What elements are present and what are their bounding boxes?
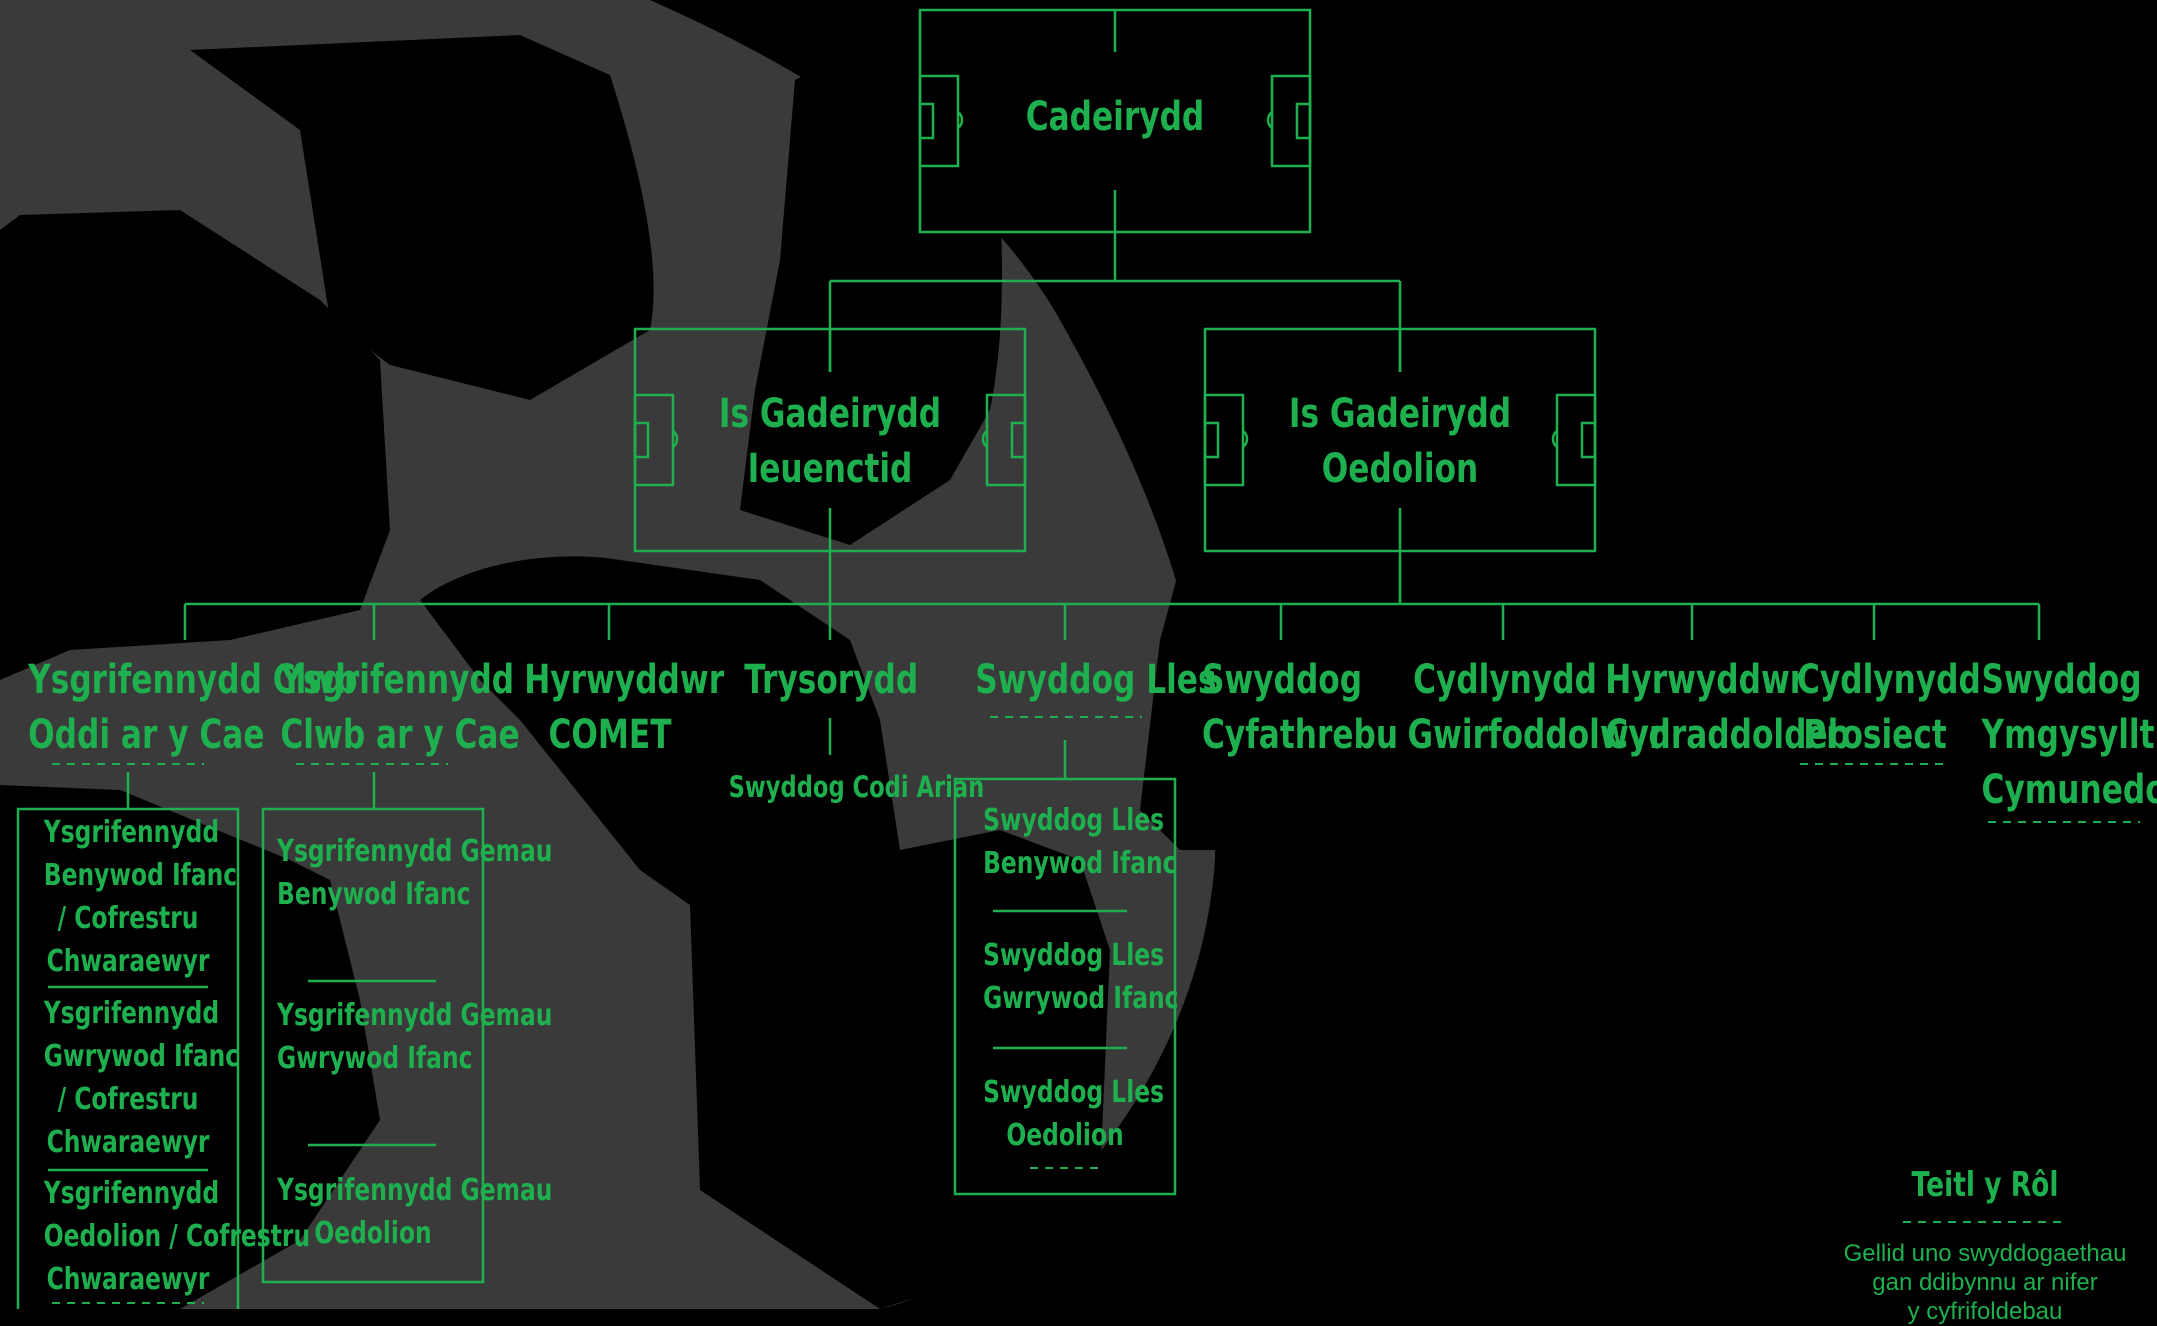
welfare-sub-3: Swyddog Lles Oedolion <box>983 1072 1147 1158</box>
role-label-line: Ymgysylltu <box>1982 708 2135 763</box>
off-field-sub-2: Ysgrifennydd Gwrywod Ifanc / Cofrestru C… <box>44 993 212 1165</box>
sub-role-line: Gwrywod Ifanc <box>44 1036 212 1079</box>
sub-role-line: Benywod Ifanc <box>983 843 1147 886</box>
role-label-line: Oddi ar y Cae <box>28 708 228 763</box>
role-project-coordinator: Cydlynydd Prosiect <box>1797 653 1953 763</box>
role-equality-champion: Hyrwyddwr Cydraddoldeb <box>1605 653 1784 763</box>
sub-role-line: Gwrywod Ifanc <box>983 978 1147 1021</box>
role-label-line: Hyrwyddwr <box>524 653 696 708</box>
legend-note-line: gan ddibynnu ar nifer <box>1835 1269 2135 1298</box>
sub-role-line: Benywod Ifanc <box>44 855 212 898</box>
vice-adult-title: Is Gadeirydd Oedolion <box>1271 387 1528 497</box>
welfare-sub-1: Swyddog Lles Benywod Ifanc <box>983 800 1147 886</box>
role-comet-champion: Hyrwyddwr COMET <box>524 653 696 763</box>
role-label-line: Swyddog <box>1202 653 1358 708</box>
role-club-secretary-on-field: Ysgrifennydd Clwb ar y Cae <box>280 653 467 763</box>
vice-youth-title: Is Gadeirydd Ieuenctid <box>701 387 958 497</box>
sub-role-line: Ysgrifennydd Gemau <box>277 831 469 874</box>
sub-role-line: Ysgrifennydd <box>44 812 212 855</box>
role-label-line: Ysgrifennydd <box>280 653 467 708</box>
role-label-line: Swyddog Lles <box>975 653 1154 708</box>
legend-note: Gellid uno swyddogaethau gan ddibynnu ar… <box>1835 1240 2135 1326</box>
vice-youth-line2: Ieuenctid <box>701 442 958 497</box>
role-label-line: Cydlynydd <box>1408 653 1603 708</box>
vice-adult-line2: Oedolion <box>1271 442 1528 497</box>
sub-role-line: Swyddog Lles <box>983 935 1147 978</box>
role-treasurer: Trysorydd <box>744 653 916 708</box>
legend-note-line: Gellid uno swyddogaethau <box>1835 1240 2135 1269</box>
off-field-sub-1: Ysgrifennydd Benywod Ifanc / Cofrestru C… <box>44 812 212 984</box>
role-label-line: Gwirfoddolwyr <box>1408 708 1603 763</box>
role-label-line: Trysorydd <box>744 653 916 708</box>
on-field-sub-3: Ysgrifennydd Gemau Oedolion <box>277 1170 469 1256</box>
sub-role-line: Oedolion <box>983 1115 1147 1158</box>
sub-role-line: Swyddog Lles <box>983 800 1147 843</box>
vice-adult-line1: Is Gadeirydd <box>1271 387 1528 442</box>
sub-role-line: Chwaraewyr <box>44 1122 212 1165</box>
vice-youth-line1: Is Gadeirydd <box>701 387 958 442</box>
role-label-line: Swyddog <box>1982 653 2135 708</box>
role-label-line: Cydlynydd <box>1797 653 1953 708</box>
sub-role-line: Oedolion / Cofrestru <box>44 1216 212 1259</box>
role-label-line: Hyrwyddwr <box>1605 653 1784 708</box>
sub-role-line: / Cofrestru <box>44 1079 212 1122</box>
sub-role-line: Ysgrifennydd <box>44 1173 212 1216</box>
role-label-line: Ysgrifennydd Clwb <box>28 653 228 708</box>
welfare-sub-2: Swyddog Lles Gwrywod Ifanc <box>983 935 1147 1021</box>
sub-role-line: Oedolion <box>277 1213 469 1256</box>
on-field-sub-2: Ysgrifennydd Gemau Gwrywod Ifanc <box>277 995 469 1081</box>
legend-title: Teitl y Rôl <box>1907 1162 2063 1209</box>
sub-role-line: Chwaraewyr <box>44 1259 212 1302</box>
sub-role-line: Ysgrifennydd Gemau <box>277 1170 469 1213</box>
role-welfare-officer: Swyddog Lles <box>975 653 1154 708</box>
off-field-sub-3: Ysgrifennydd Oedolion / Cofrestru Chwara… <box>44 1173 212 1302</box>
role-label-line: Cydraddoldeb <box>1605 708 1784 763</box>
sub-role-line: Ysgrifennydd Gemau <box>277 995 469 1038</box>
chair-title: Cadeirydd <box>982 90 1247 145</box>
sub-role-line: Chwaraewyr <box>44 941 212 984</box>
sub-role-line: Ysgrifennydd <box>44 993 212 1036</box>
role-communications-officer: Swyddog Cyfathrebu <box>1202 653 1358 763</box>
role-club-secretary-off-field: Ysgrifennydd Clwb Oddi ar y Cae <box>28 653 228 763</box>
role-label-line: Cymunedol <box>1982 763 2135 818</box>
role-volunteer-coordinator: Cydlynydd Gwirfoddolwyr <box>1408 653 1603 763</box>
role-label-line: Cyfathrebu <box>1202 708 1358 763</box>
fundraising-officer: Swyddog Codi Arian <box>729 768 932 808</box>
role-label-line: Clwb ar y Cae <box>280 708 467 763</box>
legend-note-line: y cyfrifoldebau <box>1835 1298 2135 1326</box>
role-label-line: Prosiect <box>1797 708 1953 763</box>
sub-role-line: / Cofrestru <box>44 898 212 941</box>
sub-role-line: Benywod Ifanc <box>277 874 469 917</box>
on-field-sub-1: Ysgrifennydd Gemau Benywod Ifanc <box>277 831 469 917</box>
role-community-engagement-officer: Swyddog Ymgysylltu Cymunedol <box>1982 653 2135 817</box>
role-label-line: COMET <box>524 708 696 763</box>
sub-role-line: Gwrywod Ifanc <box>277 1038 469 1081</box>
sub-role-line: Swyddog Lles <box>983 1072 1147 1115</box>
